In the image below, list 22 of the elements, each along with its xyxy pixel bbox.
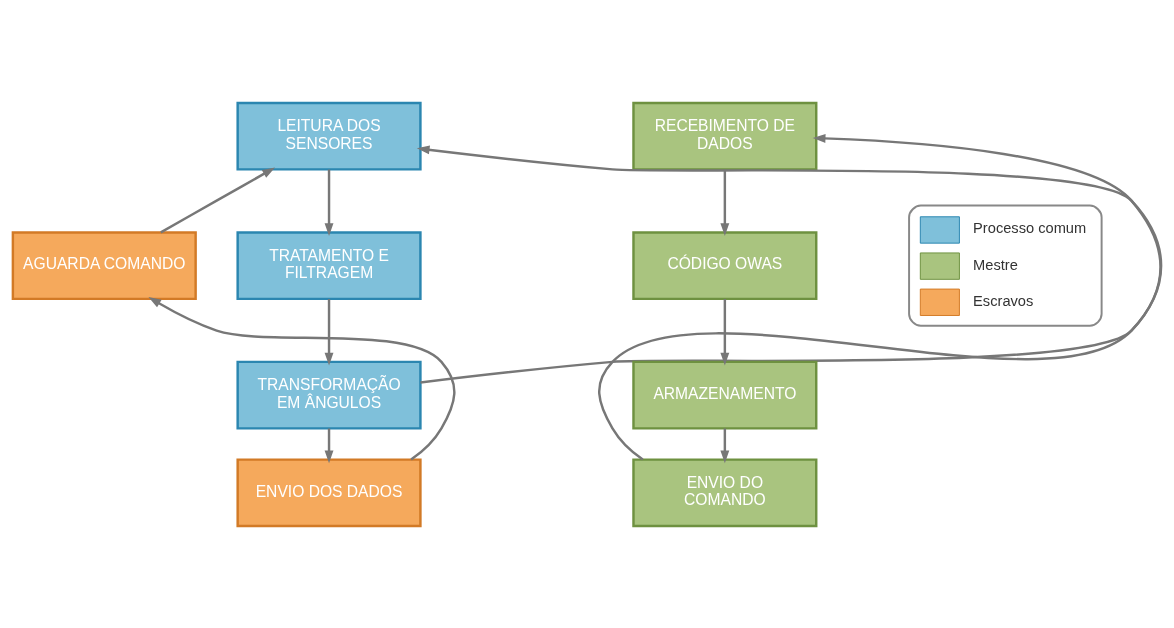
arrow [720, 298, 730, 365]
arrow [160, 167, 276, 233]
arrow [324, 169, 334, 236]
arrow [416, 144, 1162, 461]
node-box: AGUARDA COMANDO [11, 230, 197, 300]
legend-label: Escravos [973, 292, 1034, 309]
node-box: TRATAMENTO E FILTRAGEM [236, 230, 422, 300]
node-box: CÓDIGO OWAS [632, 230, 818, 300]
node-box: ENVIO DO COMANDO [632, 457, 818, 527]
node-box: TRANSFORMAÇÃO EM ÂNGULOS [236, 360, 422, 430]
node-box: ARMAZENAMENTO [632, 360, 818, 430]
arrow [324, 298, 334, 365]
arrow [148, 296, 456, 461]
node-box: LEITURA DOS SENSORES [236, 101, 422, 171]
legend-label: Mestre [973, 256, 1018, 273]
arrow [420, 133, 1162, 384]
node-box: RECEBIMENTO DE DADOS [632, 101, 818, 171]
arrow [720, 169, 730, 236]
arrow [720, 428, 730, 463]
arrow [324, 428, 334, 463]
node-box: ENVIO DOS DADOS [236, 457, 422, 527]
legend-label: Processo comum [973, 219, 1087, 236]
